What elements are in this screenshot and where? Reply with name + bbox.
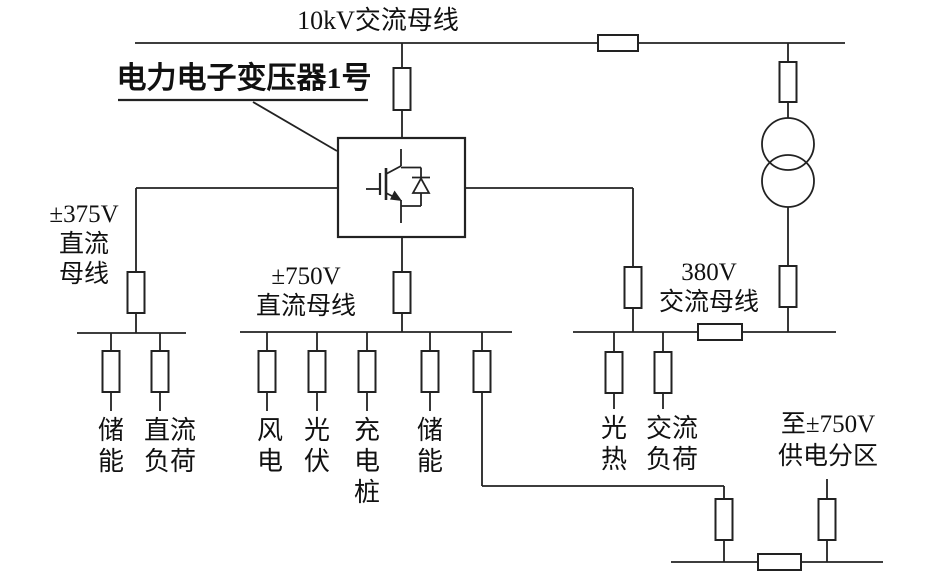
label-375-bus: ±375V 直流 母线 <box>49 201 119 288</box>
switch-rects <box>101 34 837 571</box>
breaker-10kv-bus <box>597 34 639 52</box>
label-pv: 光 伏 <box>303 416 331 476</box>
switch-storage375 <box>101 350 121 393</box>
switch-transformer-lv <box>778 265 798 308</box>
label-dc-load: 直流 负荷 <box>143 416 197 476</box>
label-ac-load: 交流 负荷 <box>645 414 699 474</box>
label-storage-750: 储 能 <box>416 416 444 476</box>
label-storage-375: 储 能 <box>97 416 125 476</box>
switch-converter-hv <box>392 67 412 111</box>
igbt-icon <box>366 149 431 223</box>
diode-icon <box>401 166 431 207</box>
transformer-icon <box>761 117 815 208</box>
switch-zone-right <box>817 498 837 541</box>
wire-lines <box>77 42 883 563</box>
label-pet-name: 电力电子变压器1号 <box>116 62 372 95</box>
switch-zone-feeder <box>472 350 492 393</box>
switch-zone-left <box>714 498 734 541</box>
switch-dcload <box>150 350 170 393</box>
label-750-zone: 至±750V 供电分区 <box>777 411 879 470</box>
switch-wind <box>257 350 277 393</box>
label-380-bus: 380V 交流母线 <box>658 259 760 316</box>
igbt-emitter-arrow <box>390 190 402 201</box>
breaker-zone-bus-tie <box>757 553 802 571</box>
breaker-380-bus-tie <box>697 323 743 341</box>
pet-label-leader <box>118 98 368 152</box>
switch-transformer-hv <box>778 61 798 103</box>
pet-leader-line <box>252 101 338 152</box>
label-10kv-bus: 10kV交流母线 <box>297 6 459 35</box>
label-750-bus: ±750V 直流母线 <box>255 263 357 320</box>
switch-acload <box>653 351 673 394</box>
switch-solarthermal <box>604 351 624 394</box>
switch-380-feeder <box>623 266 643 309</box>
switch-750-feeder <box>392 271 412 314</box>
label-charging-pile: 充 电 桩 <box>353 416 381 507</box>
label-wind: 风 电 <box>256 416 284 476</box>
label-solar-thermal: 光 热 <box>600 414 628 474</box>
switch-pv <box>307 350 327 393</box>
switch-chargingpile <box>357 350 377 393</box>
switch-375-feeder <box>126 271 146 314</box>
converter-380-output-line <box>465 187 634 332</box>
switch-storage750 <box>420 350 440 393</box>
